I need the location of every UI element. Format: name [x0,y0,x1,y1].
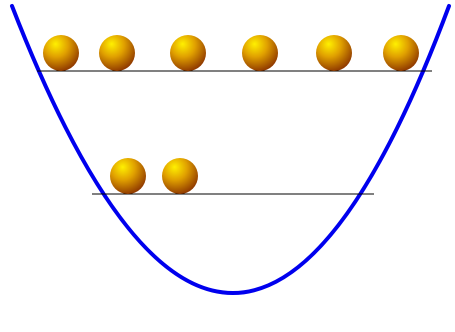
ball [110,158,146,194]
ball [162,158,198,194]
ball [99,35,135,71]
potential-well-curve [10,4,451,295]
ball [383,35,419,71]
ball [316,35,352,71]
ball [170,35,206,71]
ball [242,35,278,71]
ball [43,35,79,71]
